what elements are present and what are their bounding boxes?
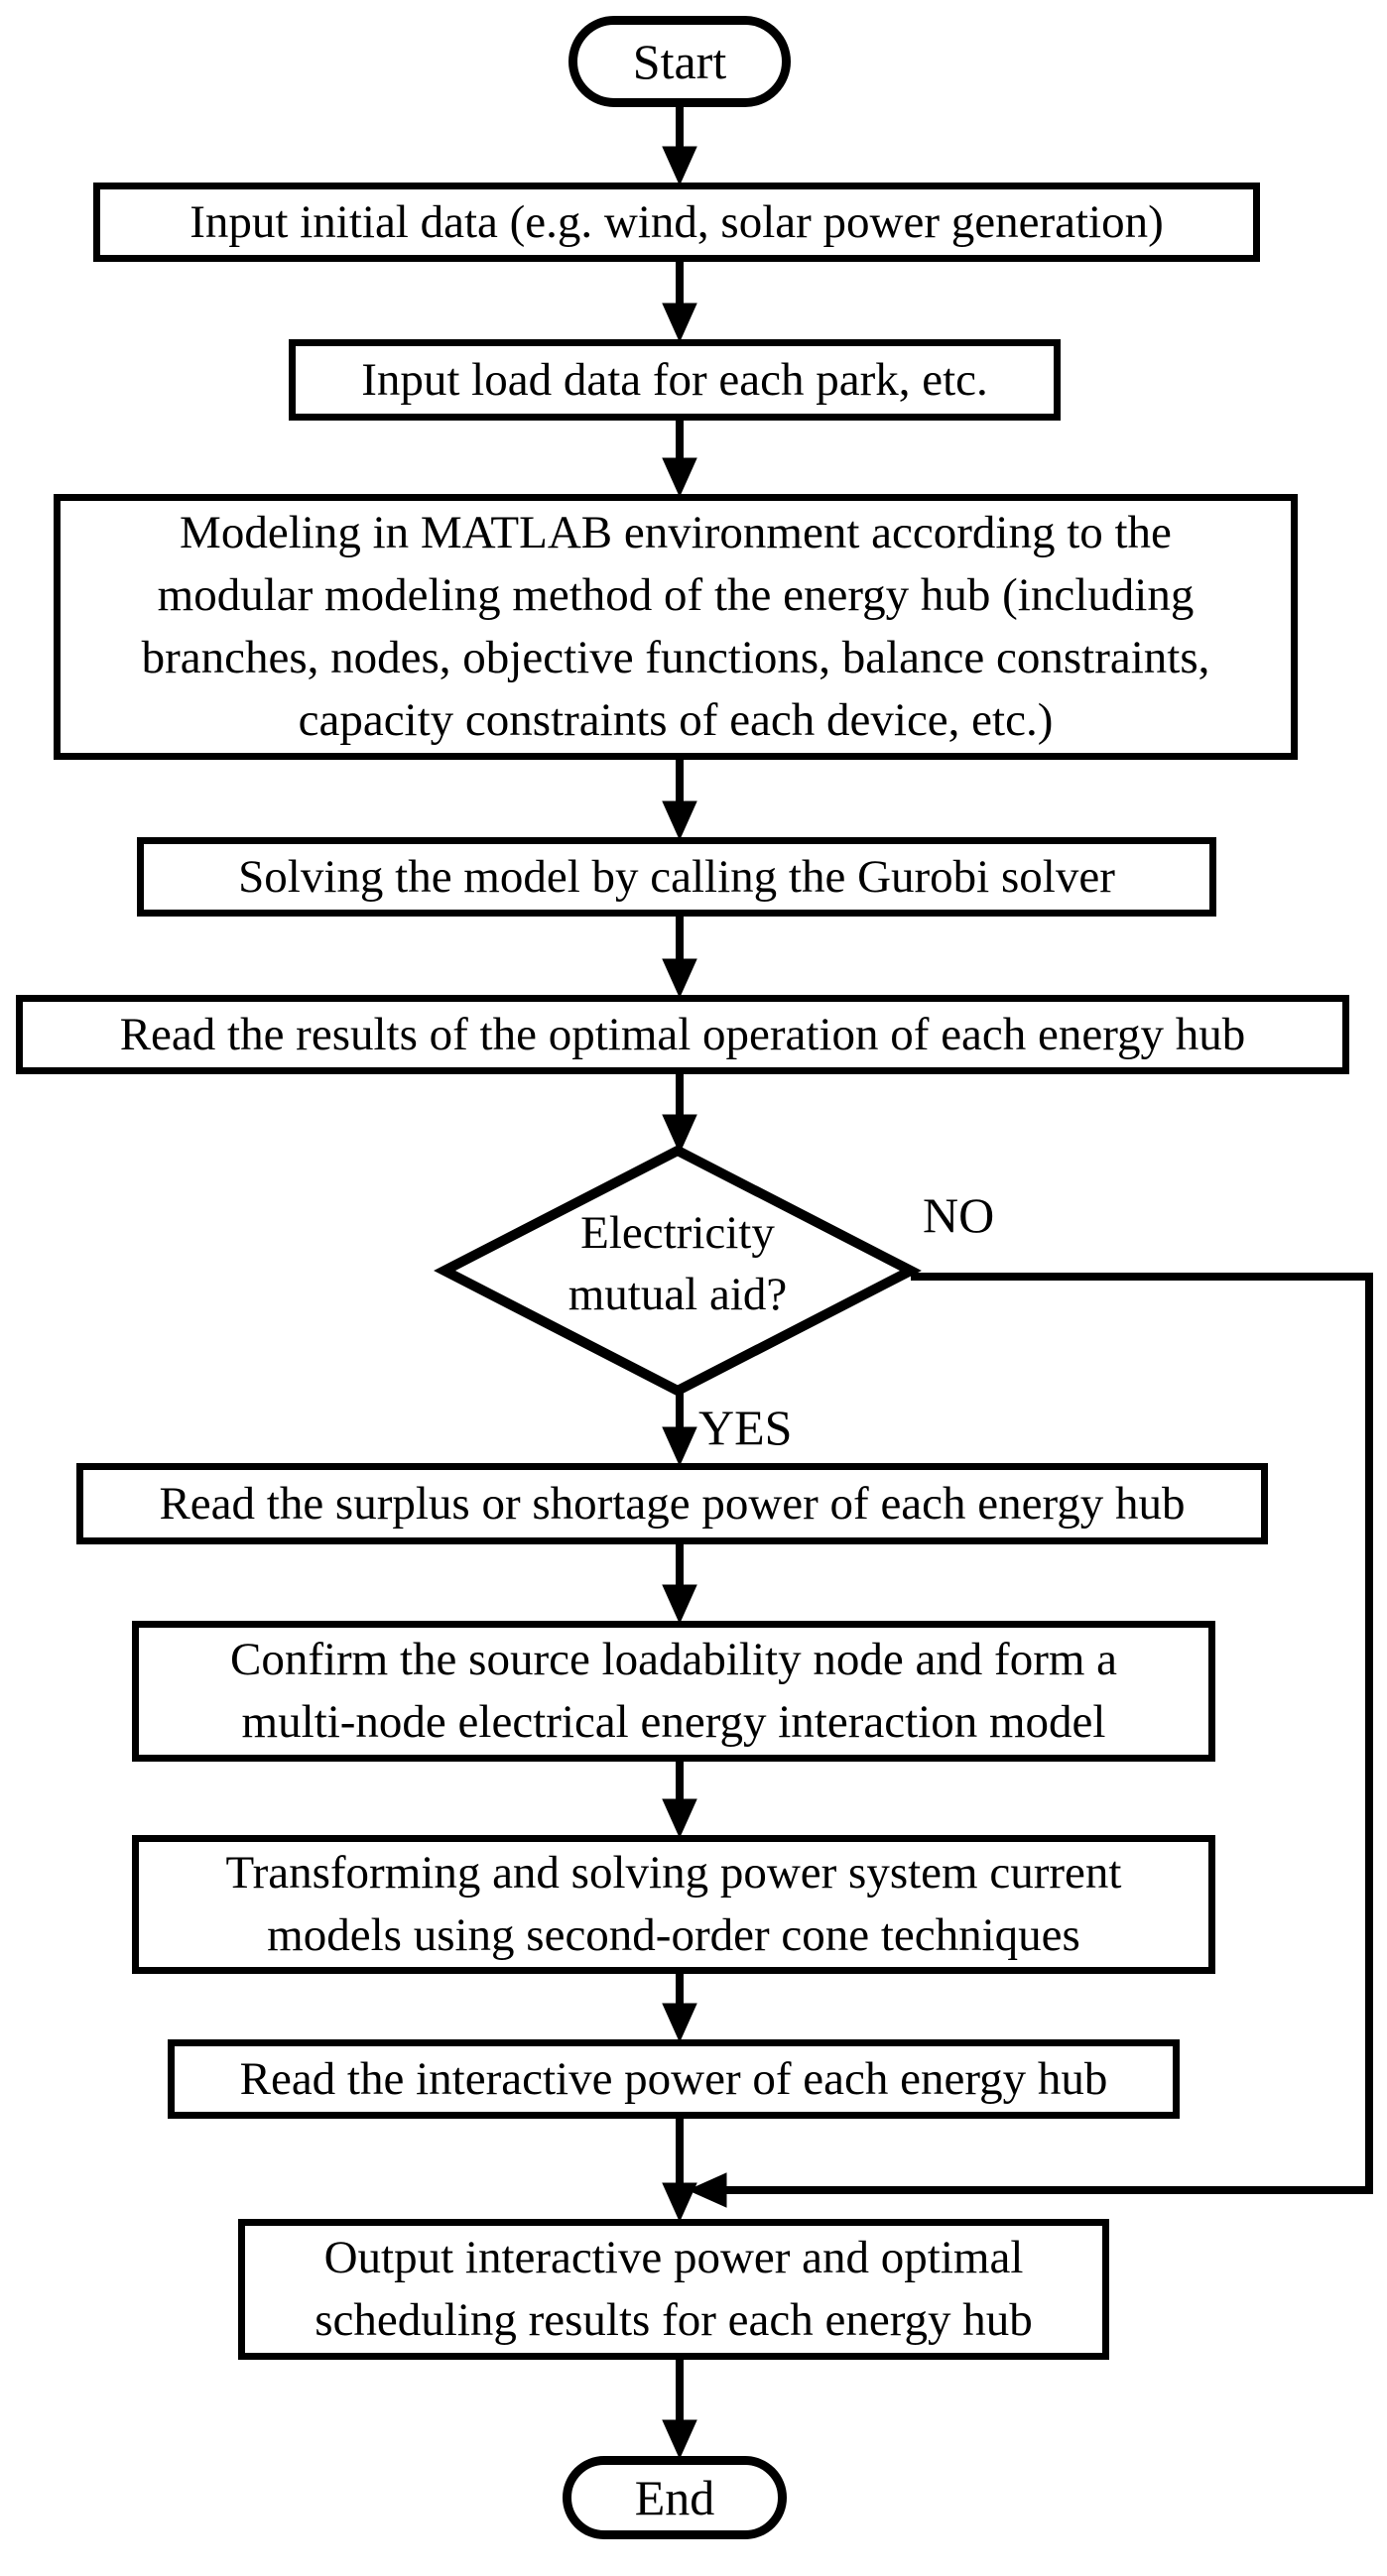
node-output-results: Output interactive power and optimal sch… [238, 2219, 1109, 2360]
arrowhead-no-merge [687, 2172, 727, 2208]
node-read-surplus: Read the surplus or shortage power of ea… [76, 1463, 1268, 1544]
node-matlab-modeling: Modeling in MATLAB environment according… [54, 494, 1298, 760]
arrowhead-matlab [662, 457, 697, 498]
arrowhead-read-surplus [662, 1426, 697, 1467]
arrowhead-input-initial [662, 146, 697, 186]
node-start: Start [568, 16, 791, 107]
arrowhead-read-interactive [662, 2003, 697, 2043]
arrowhead-read-results [662, 958, 697, 999]
edge-decision-no [726, 1273, 1373, 2194]
arrowhead-end [662, 2419, 697, 2460]
edge-label-no: NO [923, 1187, 995, 1243]
node-read-results: Read the results of the optimal operatio… [16, 995, 1349, 1074]
arrowhead-gurobi [662, 800, 697, 841]
arrowhead-confirm [662, 1584, 697, 1625]
arrowhead-decision [662, 1114, 697, 1155]
edge-label-yes: YES [698, 1400, 793, 1455]
node-read-interactive-power: Read the interactive power of each energ… [168, 2039, 1180, 2119]
arrowhead-output [662, 2182, 697, 2223]
node-input-load-data: Input load data for each park, etc. [289, 339, 1061, 421]
arrowhead-input-load [662, 303, 697, 343]
node-transform-solve: Transforming and solving power system cu… [132, 1835, 1215, 1974]
node-decision-label: Electricity mutual aid? [567, 1207, 788, 1321]
arrowhead-transform [662, 1798, 697, 1839]
node-input-initial-data: Input initial data (e.g. wind, solar pow… [93, 183, 1260, 262]
node-end: End [563, 2456, 787, 2539]
node-confirm-source-node: Confirm the source loadability node and … [132, 1621, 1215, 1762]
node-solve-gurobi: Solving the model by calling the Gurobi … [137, 837, 1216, 917]
